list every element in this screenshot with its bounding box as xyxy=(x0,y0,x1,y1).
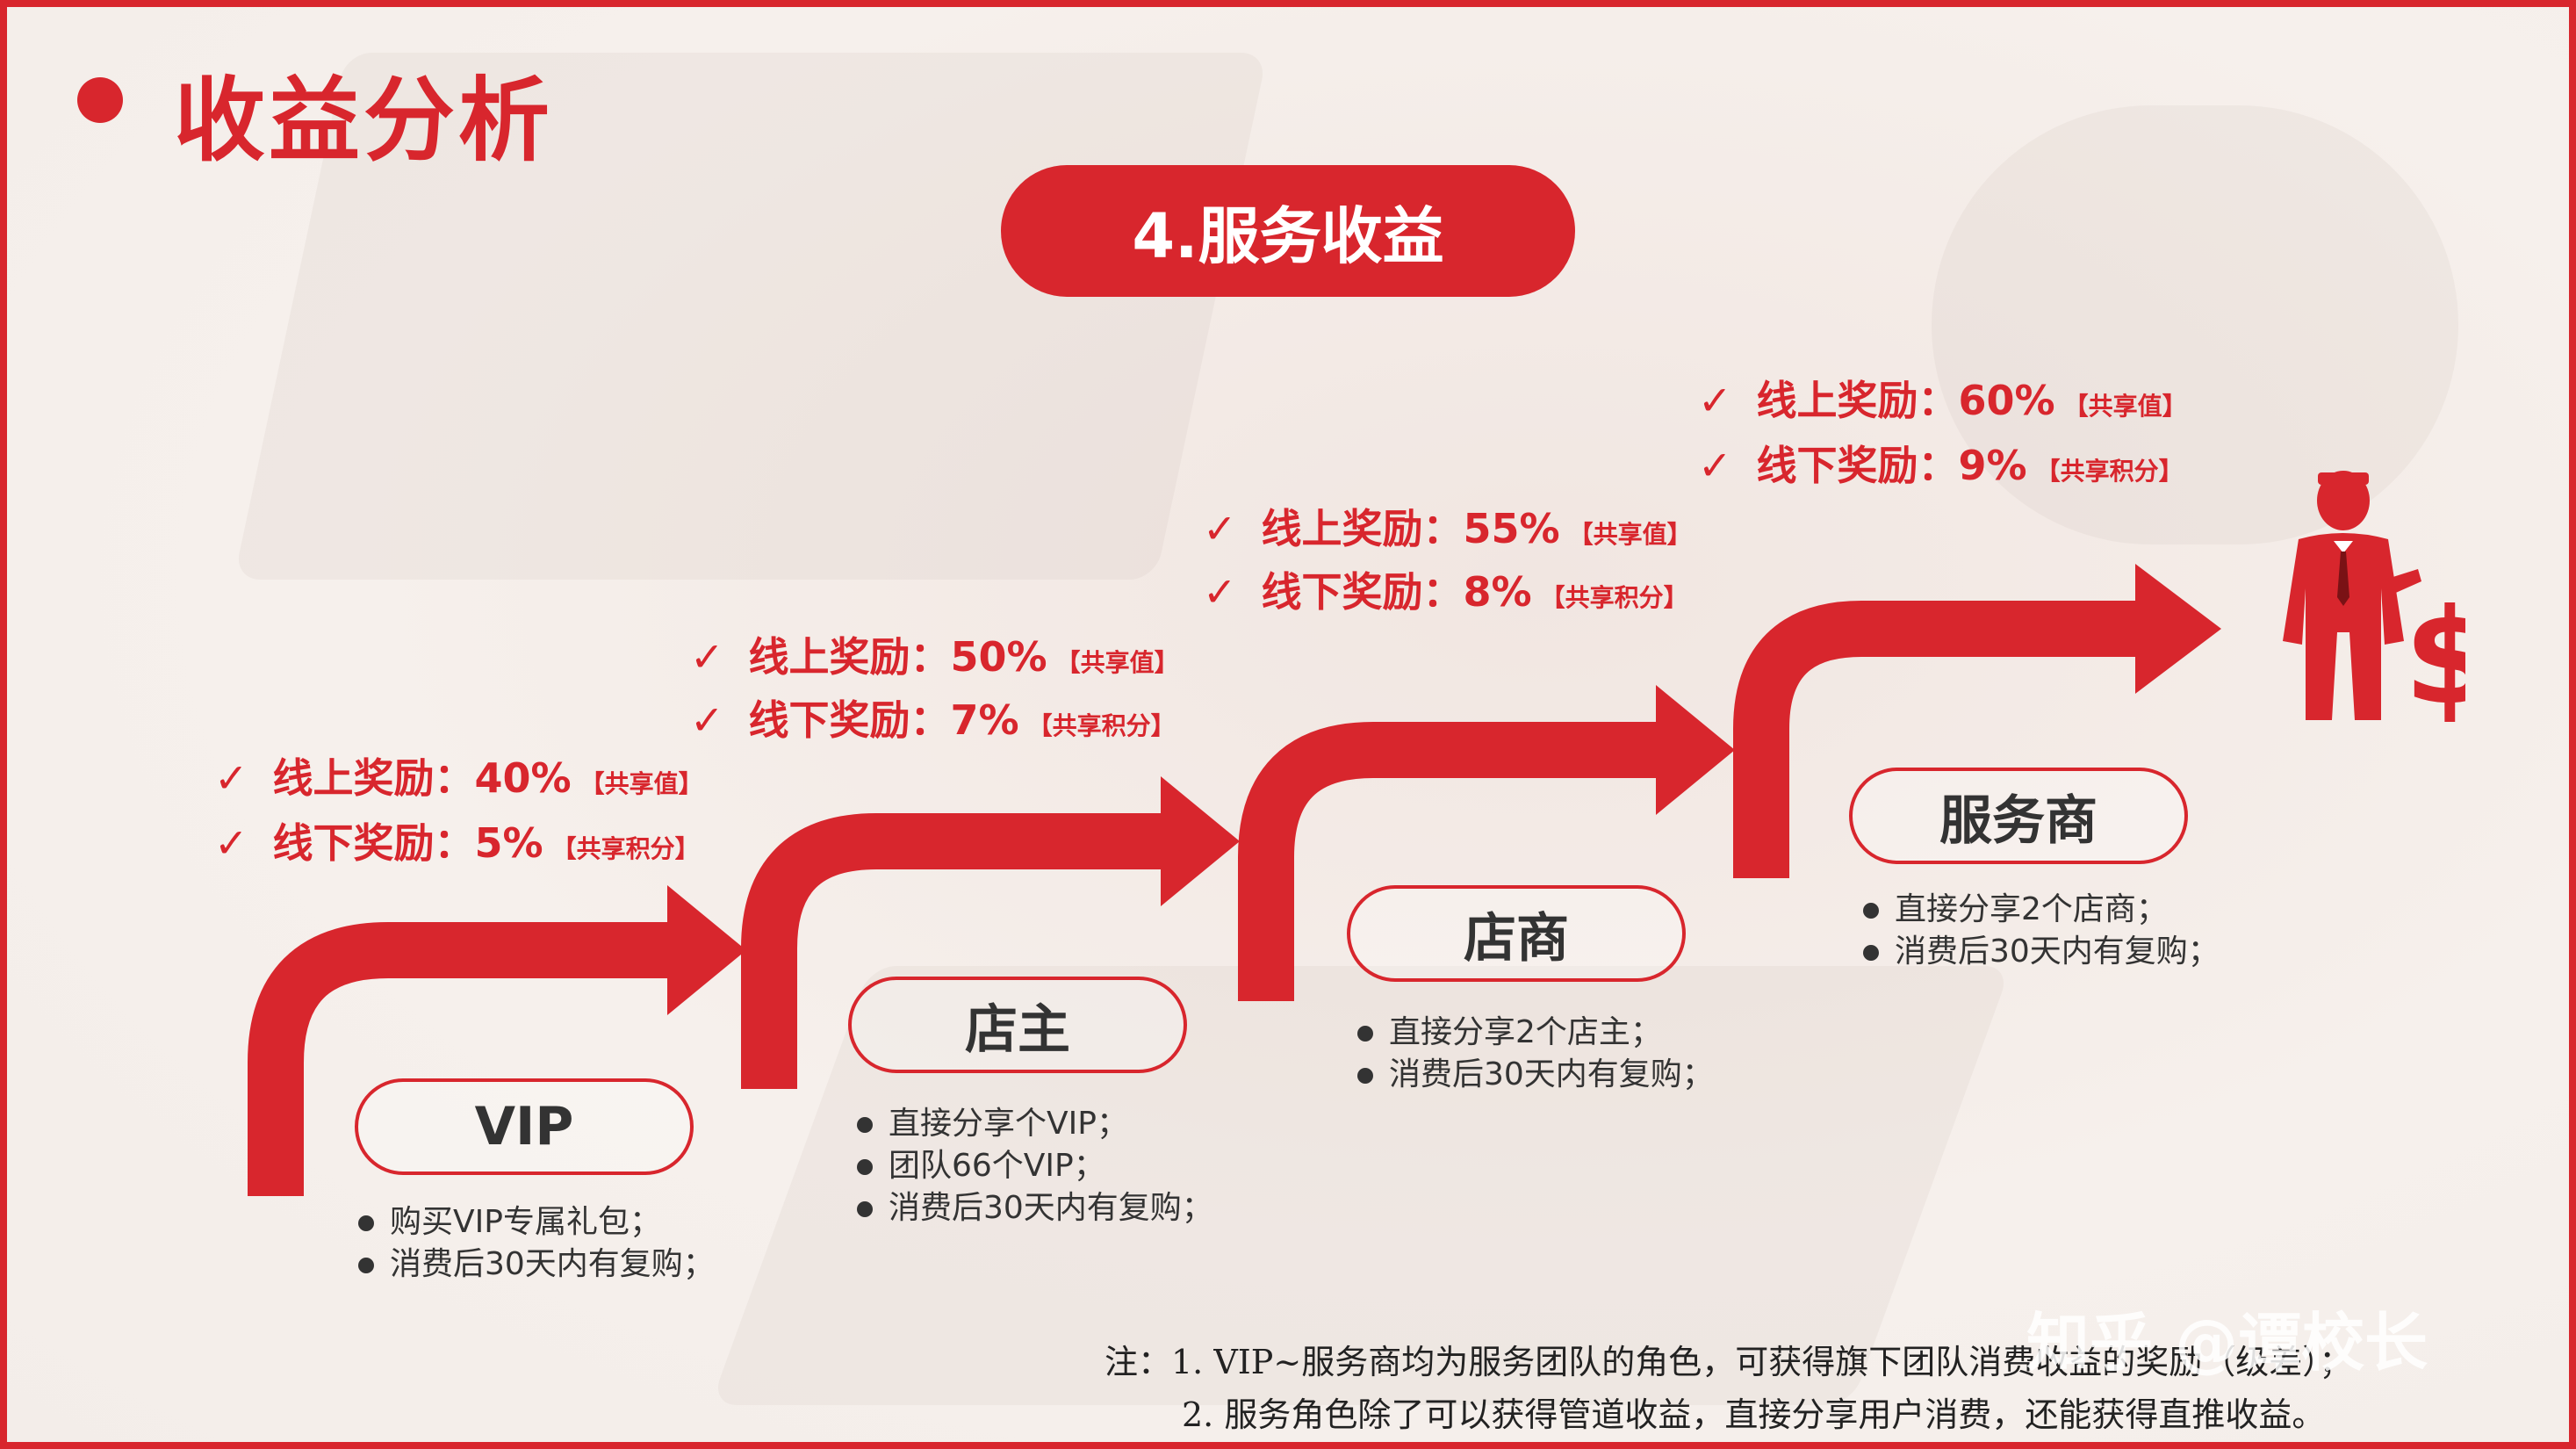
stage-requirements-shopmerchant: 直接分享2个店主； 消费后30天内有复购； xyxy=(1357,1012,1714,1096)
list-item: 直接分享2个店主； xyxy=(1357,1012,1714,1054)
arrowhead-vip xyxy=(667,885,746,1015)
svg-text:$: $ xyxy=(2404,581,2465,729)
page-title: 收益分析 xyxy=(174,67,554,174)
reward-online-shopmerchant: ✓线上奖励：55%【共享值】 xyxy=(1203,505,1692,552)
list-item: 购买VIP专属礼包； xyxy=(358,1201,715,1244)
list-item: 直接分享个VIP； xyxy=(857,1103,1213,1145)
reward-offline-service: ✓线下奖励：9%【共享积分】 xyxy=(1698,442,2184,489)
check-icon: ✓ xyxy=(690,696,724,744)
list-item: 消费后30天内有复购； xyxy=(1357,1054,1714,1096)
reward-offline-shopowner: ✓线下奖励：7%【共享积分】 xyxy=(690,696,1176,744)
arrow-shopowner xyxy=(741,813,1176,1089)
businessman-dollar-icon: $ xyxy=(2283,471,2465,729)
stage-requirements-shopowner: 直接分享个VIP； 团队66个VIP； 消费后30天内有复购； xyxy=(857,1103,1213,1229)
stage-label-shopowner: 店主 xyxy=(848,977,1187,1073)
list-item: 消费后30天内有复购； xyxy=(1863,931,2220,973)
arrowhead-shopmerchant xyxy=(1656,685,1735,815)
note-line-2: 2. 服务角色除了可以获得管道收益，直接分享用户消费，还能获得直推收益。 xyxy=(1182,1395,2326,1434)
stage-label-shopmerchant: 店商 xyxy=(1347,885,1686,982)
reward-online-service: ✓线上奖励：60%【共享值】 xyxy=(1698,377,2187,424)
stage-requirements-service: 直接分享2个店商； 消费后30天内有复购； xyxy=(1863,889,2220,973)
check-icon: ✓ xyxy=(1203,568,1237,616)
check-icon: ✓ xyxy=(690,633,724,681)
reward-offline-shopmerchant: ✓线下奖励：8%【共享积分】 xyxy=(1203,568,1688,616)
stage-requirements-vip: 购买VIP专属礼包； 消费后30天内有复购； xyxy=(358,1201,715,1286)
arrow-shopmerchant xyxy=(1238,722,1672,1001)
title-bullet xyxy=(77,77,123,123)
section-banner: 4.服务收益 xyxy=(1001,165,1575,297)
arrowhead-service xyxy=(2135,564,2221,694)
list-item: 消费后30天内有复购； xyxy=(857,1187,1213,1229)
check-icon: ✓ xyxy=(1698,442,1732,489)
stage-label-vip: VIP xyxy=(355,1078,694,1175)
stage-label-service: 服务商 xyxy=(1849,768,2188,864)
note-line-1: 注：1. VIP~服务商均为服务团队的角色，可获得旗下团队消费收益的奖励（级差）… xyxy=(1105,1343,2353,1381)
check-icon: ✓ xyxy=(214,754,248,802)
list-item: 消费后30天内有复购； xyxy=(358,1244,715,1286)
check-icon: ✓ xyxy=(214,819,248,867)
reward-offline-vip: ✓线下奖励：5%【共享积分】 xyxy=(214,819,700,867)
check-icon: ✓ xyxy=(1698,377,1732,424)
list-item: 直接分享2个店商； xyxy=(1863,889,2220,931)
arrow-vip xyxy=(248,922,683,1196)
check-icon: ✓ xyxy=(1203,505,1237,552)
reward-online-shopowner: ✓线上奖励：50%【共享值】 xyxy=(690,633,1179,681)
background-hand-shape xyxy=(1932,105,2458,544)
arrowhead-shopowner xyxy=(1161,776,1240,906)
reward-online-vip: ✓线上奖励：40%【共享值】 xyxy=(214,754,703,802)
list-item: 团队66个VIP； xyxy=(857,1145,1213,1187)
watermark: 知乎 @谭校长 xyxy=(2026,1306,2428,1380)
arrow-service xyxy=(1733,601,2151,878)
